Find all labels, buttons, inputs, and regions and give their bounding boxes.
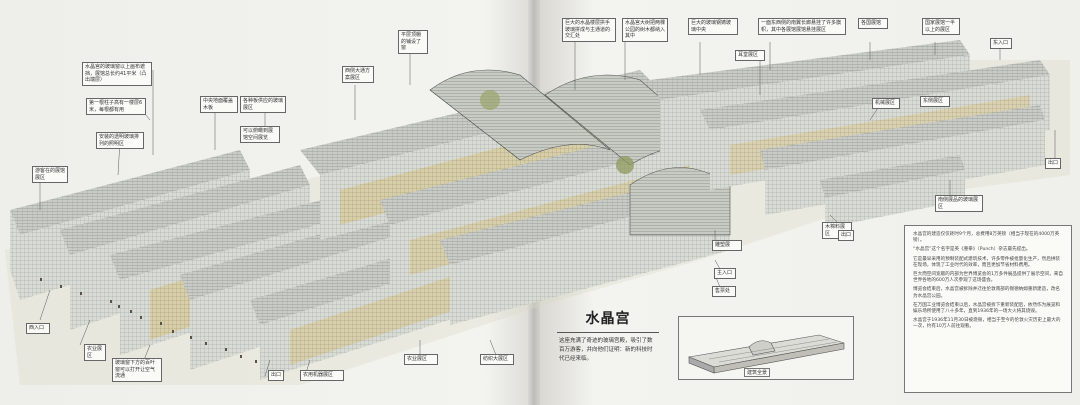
label-wood: 各种板供应的玻璃展区 — [240, 96, 286, 113]
label-exit-right: 出口 — [838, 230, 854, 241]
info-paragraph: 在万国工业博览会结束以后，水晶宫被拆下重新装配后，依然作为展览和娱乐场所使用了八… — [913, 302, 1061, 315]
info-paragraph: 水晶宫于1936年11月30日被烧毁，相当于至今的伦敦火灾历史上最大的一次，约有… — [913, 318, 1061, 330]
label-roof: 平层顶棚的铺设了窗 — [398, 30, 428, 54]
label-machinery-hall: 农用机器展区 — [300, 370, 344, 381]
crowd — [40, 278, 257, 363]
label-arch: 巨大的水晶楼层拱手玻璃拼成与主通道的交汇处 — [562, 18, 616, 42]
info-paragraph: 它是最早采用的预制装配式建筑技术，许多零件被批量化生产，然后拼装在现场，体现了工… — [913, 256, 1061, 268]
label-sculpture: 雕塑展 — [712, 240, 742, 251]
page-title: 水晶宫 — [585, 311, 631, 327]
label-tree: 水晶宫大树把两棵公园的树木都纳入其中 — [622, 18, 668, 42]
label-light: 安装的透明玻璃排列的照明区 — [96, 132, 144, 149]
label-west: 西侧大通方案展区 — [342, 66, 374, 83]
label-north-gallery: 南侧展品的玻璃展区 — [935, 195, 983, 212]
label-ticket: 售票处 — [712, 286, 736, 297]
page-subtitle: 这座充满了奇迹的玻璃宫殿，吸引了数百万游客，并向他们证明：新的科技时代已经来临。 — [559, 337, 653, 362]
label-glass: 巨大的玻璃钢铸玻璃中央 — [688, 18, 738, 35]
label-agri: 农业展区 — [404, 354, 438, 365]
label-transept: 耳堂展区 — [735, 50, 765, 61]
right-wing — [650, 40, 1050, 228]
label-main-entrance: 主入口 — [714, 268, 736, 279]
info-paragraph: “水晶宫”这个名字是英《重拳》（Punch）杂志最先提出。 — [913, 247, 1031, 253]
label-step: 第一根柱子高有一楼层6米，每根都有用 — [86, 98, 146, 115]
label-raw: 农业展区 — [84, 344, 106, 361]
label-west-entry: 西入口 — [26, 323, 50, 334]
label-central: 中央地面覆盖木板 — [200, 96, 238, 113]
label-right-side: 游客在的展馆展区 — [32, 166, 68, 183]
label-transept-note: 一面东西侧的南翼长廊悬挂了许多旗帜，其中各展馆展馆悬挂展区 — [758, 18, 846, 35]
overview-drawing-svg — [687, 334, 845, 374]
label-stand: 水晶宫的玻璃窗以上画布遮挡，展馆总长约41平米（凸出端层） — [82, 62, 152, 86]
title-divider — [557, 332, 659, 333]
info-paragraph: 水晶宫的建造仅仅耗时9个月，总费用8万英镑（相当于现在的4000万英镑）。 — [913, 232, 1060, 244]
info-paragraph: 博览会结束后，水晶宫被拆除并迁往伦敦南部的锡德纳姆重新建造，改名为水晶宫公园。 — [913, 287, 1061, 299]
title-block: 水晶宫 这座充满了奇迹的玻璃宫殿，吸引了数百万游客，并向他们证明：新的科技时代已… — [553, 308, 663, 378]
label-machine: 机械展区 — [872, 98, 900, 109]
info-box: 水晶宫的建造仅仅耗时9个月，总费用8万英镑（相当于现在的4000万英镑）。 “水… — [904, 225, 1072, 393]
label-bottom-exit: 出口 — [268, 370, 284, 381]
label-bottom-note: 玻璃窗下方的百叶窗可以打开让空气流通 — [112, 358, 162, 382]
label-entry-mid: 出口 — [1045, 158, 1061, 169]
label-gallery: 可以俯瞰到展馆空间展览 — [240, 126, 280, 143]
left-wing — [10, 150, 480, 380]
overview-caption: 建筑全景 — [744, 368, 771, 377]
label-pavilion: 各国展馆 — [858, 18, 888, 29]
label-side: 国家展馆一半以上的展区 — [922, 18, 960, 35]
label-east: 东侧展区 — [920, 96, 950, 107]
label-textile: 纺织大展区 — [480, 354, 514, 365]
label-exit-top: 东入口 — [990, 38, 1012, 49]
info-paragraph: 巨大而空间宽敞的内部为世界博览会的1万多件展品提供了展示空间，来自世界各地的60… — [913, 272, 1063, 284]
